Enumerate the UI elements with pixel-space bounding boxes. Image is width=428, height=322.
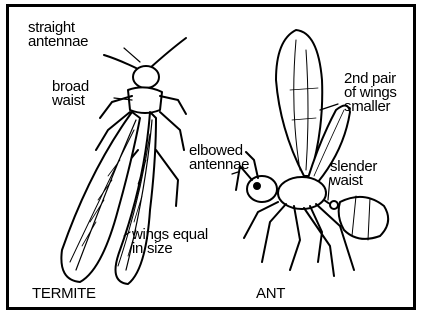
ant-waist-label: slender waist bbox=[330, 160, 377, 188]
termite-wings-label: wings equal in size bbox=[132, 228, 208, 256]
ant-antennae-label: elbowed antennae bbox=[189, 144, 249, 172]
ant-name-label: ANT bbox=[256, 287, 285, 301]
ant-wings-label: 2nd pair of wings smaller bbox=[344, 72, 397, 114]
termite-waist-label: broad waist bbox=[52, 80, 89, 108]
termite-antennae-label: straight antennae bbox=[28, 21, 88, 49]
termite-name-label: TERMITE bbox=[32, 287, 96, 301]
ant-drawing bbox=[236, 30, 388, 276]
